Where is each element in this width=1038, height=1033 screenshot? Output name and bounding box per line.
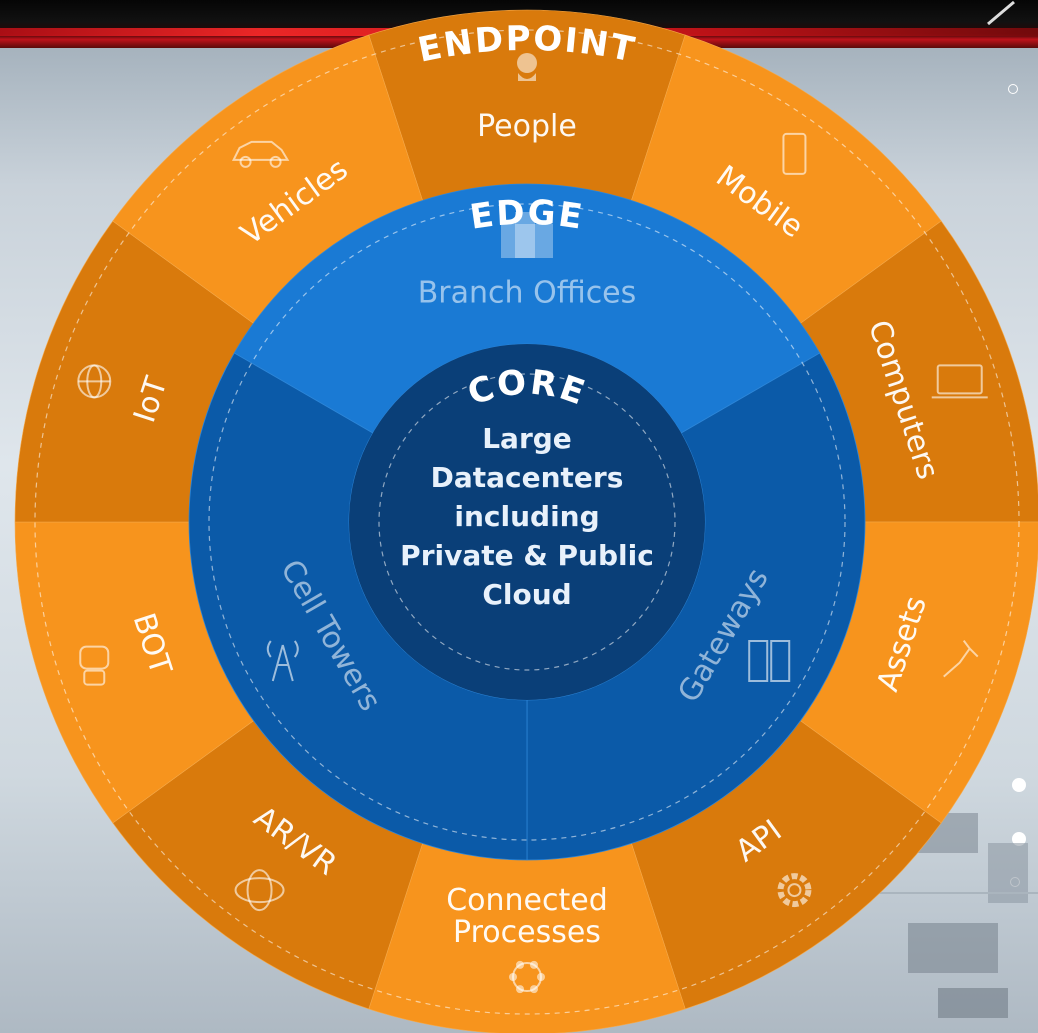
endpoint-ring (14, 9, 1038, 1033)
nav-dot-top[interactable] (1008, 84, 1018, 94)
robotic-arm-icon (943, 640, 979, 678)
server-rack-icon (748, 640, 791, 682)
core-text-line: Datacenters (431, 461, 624, 494)
robot-icon (79, 645, 110, 686)
globe-icon (77, 364, 112, 399)
core-text-line: Private & Public (400, 539, 654, 572)
core-text-line: Large (482, 422, 572, 455)
endpoint-label-people: People (477, 109, 577, 144)
laptop-icon (931, 364, 988, 399)
slash-decoration-icon (987, 0, 1015, 26)
person-head-icon (517, 53, 537, 81)
gear-icon (777, 873, 812, 908)
edge-orbit (208, 203, 846, 841)
cell-tower-icon (266, 640, 299, 682)
network-nodes-icon (509, 960, 545, 994)
core-text-line: Cloud (482, 578, 571, 611)
edge-label-branch-offices: Branch Offices (418, 276, 637, 311)
mobile-phone-icon (782, 132, 807, 175)
vr-headset-icon (234, 869, 285, 912)
dashed-orbits (34, 29, 1020, 1015)
edge-ring (188, 183, 866, 861)
nav-dot-solid-1 (1012, 778, 1026, 792)
core-disc (349, 344, 705, 700)
office-building-icon (501, 212, 553, 258)
nav-dot-solid-2 (1012, 832, 1026, 846)
car-icon (231, 140, 290, 168)
core-orbit (378, 373, 676, 671)
endpoint-orbit (34, 29, 1020, 1015)
core-circle (349, 344, 705, 700)
core-text-line: including (454, 500, 599, 533)
circuit-board-decoration (878, 813, 1038, 1018)
